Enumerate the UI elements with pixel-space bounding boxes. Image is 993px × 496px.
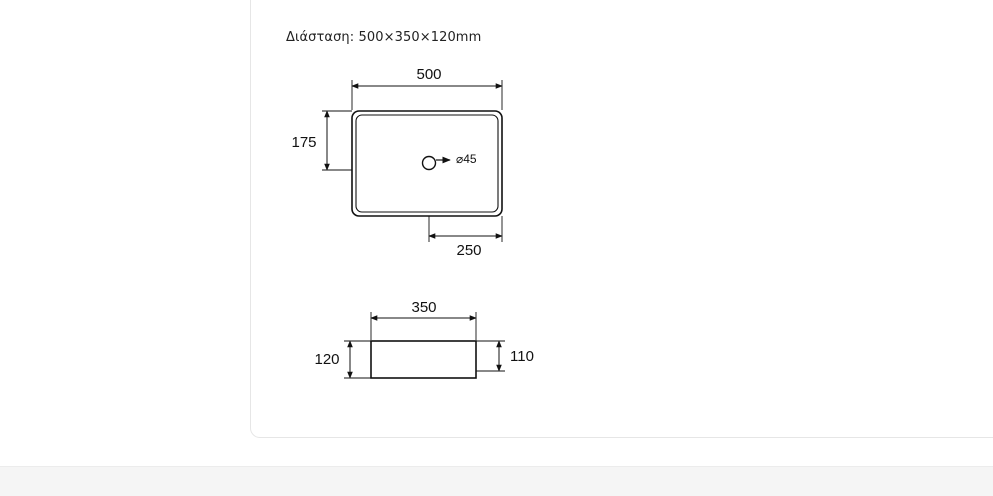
outer-height-label: 120 [314,351,339,368]
product-spec-card [250,0,993,438]
page-footer-band [0,466,993,496]
offset-label: 250 [456,242,481,259]
basin-outer-outline [351,110,503,217]
drain-diameter-label: ⌀45 [456,152,477,166]
basin-inner-outline [355,114,499,213]
width-label: 500 [416,66,441,83]
depth-label: 350 [411,299,436,316]
inner-height-label: 110 [510,348,534,365]
drain-icon [421,155,437,171]
height-label: 175 [291,134,316,151]
side-view [344,312,505,379]
top-view [322,80,503,242]
basin-side-outline [370,340,477,379]
dimension-label: Διάσταση: 500×350×120mm [286,30,482,45]
